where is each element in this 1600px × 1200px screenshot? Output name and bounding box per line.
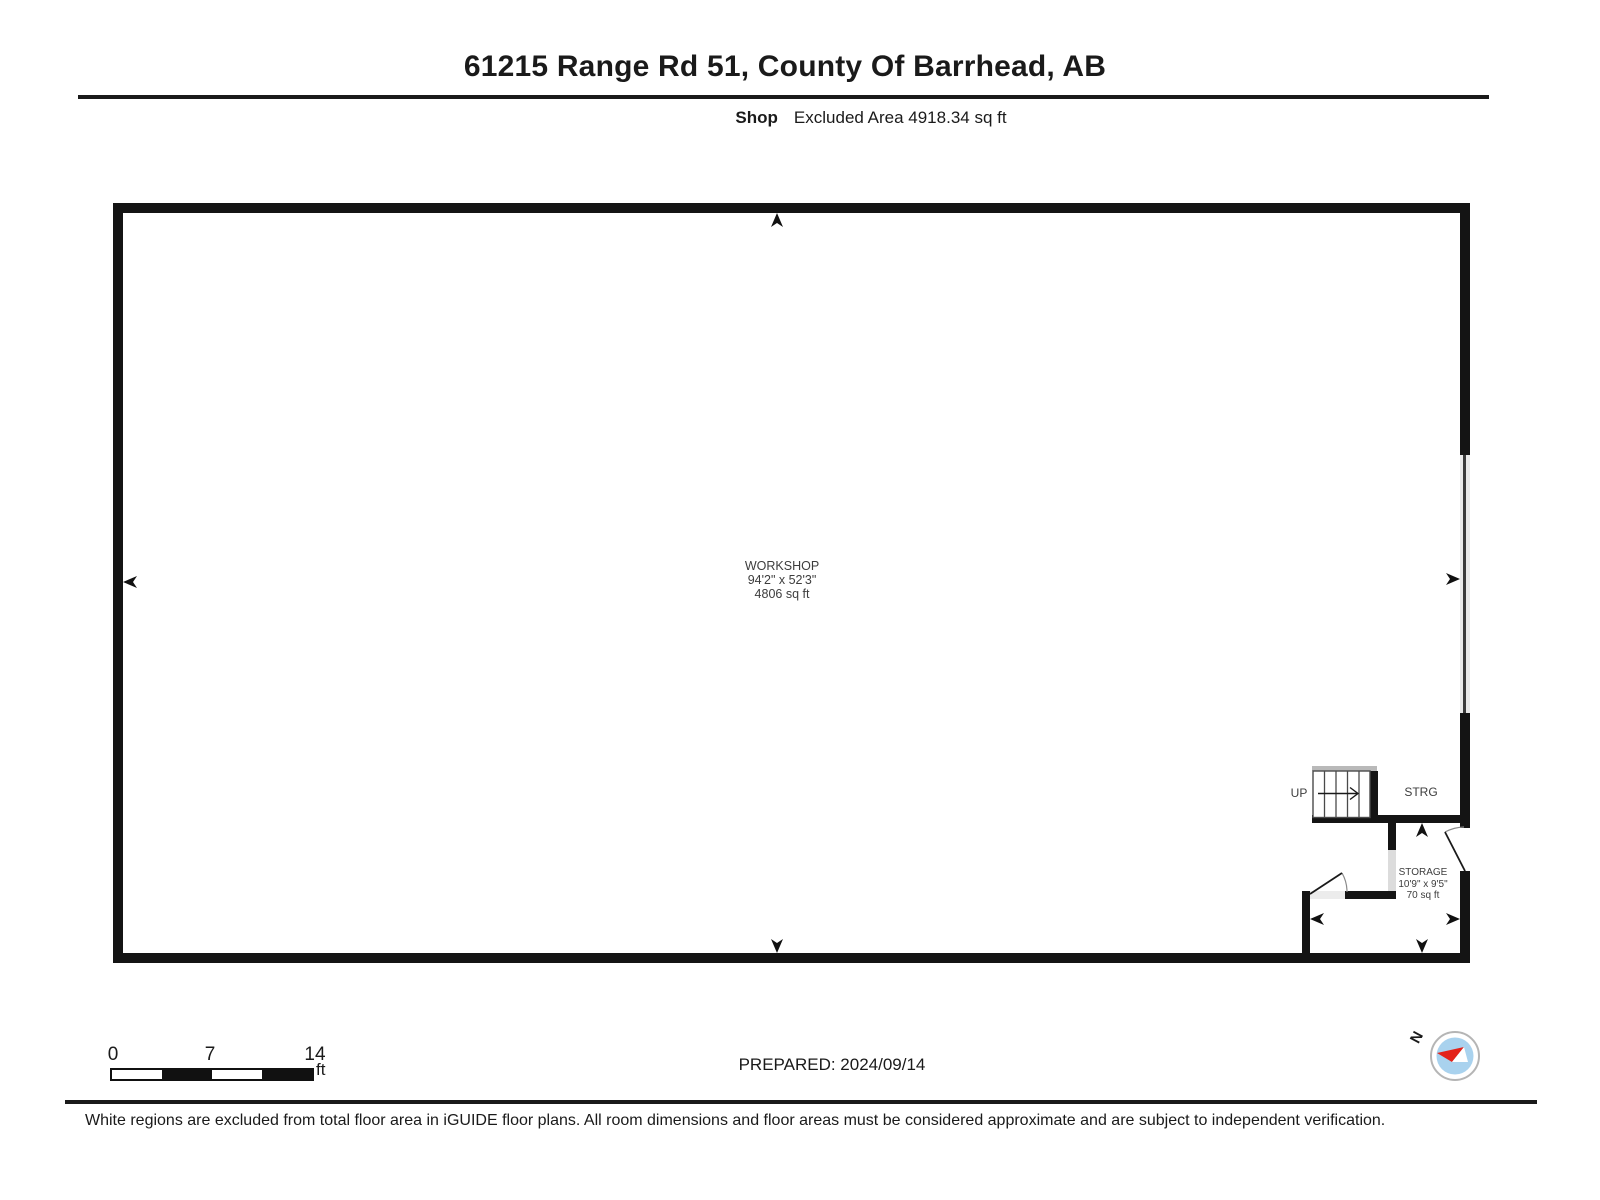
room-area: 70 sq ft	[1406, 890, 1440, 901]
stairs-treads	[1323, 771, 1360, 818]
wall-right-upper	[1460, 203, 1470, 455]
dimension-arrows	[123, 213, 1460, 953]
wall-stairs-right	[1370, 771, 1378, 818]
compass-icon	[1430, 1031, 1480, 1081]
wall-right-mid	[1460, 713, 1470, 828]
room-dimensions: 10'9" x 9'5"	[1398, 878, 1448, 890]
storage-arrow-south-icon	[1416, 939, 1428, 953]
room-label-strg: STRG	[1404, 785, 1438, 799]
storage-interior-door	[1309, 872, 1348, 895]
door-leaf	[1309, 872, 1343, 895]
arrow-south-icon	[771, 939, 783, 953]
wall-top	[113, 203, 1470, 213]
door-leaf	[1444, 831, 1466, 872]
wall-bottom	[113, 953, 1470, 963]
room-dimensions: 94'2" x 52'3"	[747, 573, 817, 587]
arrow-west-icon	[123, 576, 137, 588]
scale-segment	[162, 1070, 212, 1079]
scale-bar	[110, 1068, 314, 1081]
stairs-box	[1312, 770, 1371, 819]
storage-arrow-west-icon	[1310, 913, 1324, 925]
wall-strg-bottom	[1312, 815, 1470, 823]
scale-segment	[112, 1070, 162, 1079]
compass-needle-red	[1437, 1047, 1464, 1062]
storage-exterior-door	[1444, 826, 1466, 872]
staircase	[1312, 766, 1377, 819]
floor-subtitle: Shop Excluded Area 4918.34 sq ft	[571, 108, 1171, 128]
storage-arrow-east-icon	[1446, 913, 1460, 925]
wall-storage-west	[1302, 891, 1310, 963]
wall-storage-top	[1345, 891, 1396, 899]
storage-arrow-north-icon	[1416, 823, 1428, 837]
wall-right-lower	[1460, 871, 1470, 963]
storage-left-opening	[1388, 850, 1396, 891]
storage-door-threshold	[1308, 891, 1345, 899]
disclaimer-text: White regions are excluded from total fl…	[85, 1112, 1386, 1129]
scale-unit: ft	[316, 1060, 326, 1079]
room-name: WORKSHOP	[744, 559, 820, 573]
floor-name: Shop	[735, 108, 778, 127]
scale-segment	[262, 1070, 312, 1079]
prepared-date: PREPARED: 2024/09/14	[738, 1055, 926, 1074]
arrow-east-icon	[1446, 573, 1460, 585]
footer-divider	[65, 1100, 1537, 1104]
header-divider	[78, 95, 1489, 99]
stairs-up-label: UP	[1290, 786, 1308, 800]
scale-tick-14: 14	[304, 1044, 326, 1065]
overhead-door-line	[1463, 455, 1466, 713]
room-label-workshop: WORKSHOP 94'2" x 52'3" 4806 sq ft	[682, 559, 882, 601]
scale-tick-0: 0	[107, 1044, 119, 1065]
scale-tick-7: 7	[204, 1044, 216, 1065]
door-swing-arc	[1444, 826, 1465, 833]
wall-storage-left-upper	[1388, 823, 1396, 850]
door-swing-arc	[1341, 872, 1348, 893]
scale-segment	[212, 1070, 262, 1079]
compass-needle-white	[1452, 1047, 1468, 1062]
stairs-cap	[1312, 766, 1377, 771]
page-title: 61215 Range Rd 51, County Of Barrhead, A…	[463, 50, 1107, 83]
arrow-north-icon	[771, 213, 783, 227]
excluded-area-text: Excluded Area 4918.34 sq ft	[793, 108, 1007, 127]
up-direction-arrow	[1318, 786, 1360, 801]
room-area: 4806 sq ft	[754, 587, 810, 601]
wall-left	[113, 203, 123, 963]
room-name: STORAGE	[1398, 867, 1448, 878]
room-label-storage: STORAGE 10'9" x 9'5" 70 sq ft	[1373, 867, 1473, 902]
